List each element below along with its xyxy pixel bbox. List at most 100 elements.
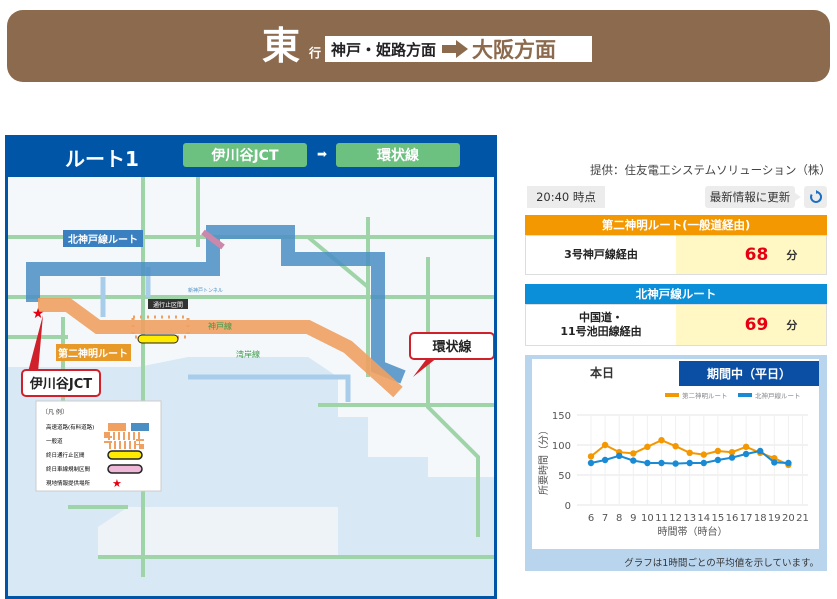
route-via: 3号神戸線経由 (564, 248, 638, 261)
y-tick-label: 0 (565, 501, 571, 512)
direction-suffix: 行 (309, 46, 322, 60)
data-point (644, 459, 651, 467)
tunnel-label: 新神戸トンネル (188, 287, 223, 294)
data-point (757, 447, 764, 455)
kobe-line-label: 神戸線 (208, 321, 232, 331)
data-point (616, 452, 623, 459)
data-point (728, 449, 736, 456)
y-tick-label: 50 (558, 471, 571, 482)
chart-note: グラフは1時間ごとの平均値を示しています。 (624, 558, 819, 569)
minutes-unit: 分 (786, 249, 798, 262)
refresh-button[interactable]: 最新情報に更新 (705, 186, 801, 208)
legend-label: 北神戸線ルート (755, 391, 801, 400)
daini-route-label: 第二神明ルート (58, 347, 128, 360)
wangan-line-label: 湾岸線 (236, 349, 260, 359)
data-point (658, 459, 665, 467)
legend-general-road: 一般道 (46, 437, 63, 445)
x-tick-label: 7 (602, 513, 608, 524)
data-point (728, 454, 736, 461)
data-point (630, 457, 637, 464)
x-tick-label: 10 (641, 513, 654, 524)
x-tick-label: 12 (669, 513, 682, 524)
x-tick-label: 21 (796, 513, 809, 524)
arrow-right-icon (442, 40, 469, 58)
jct-label: 伊川谷JCT (29, 376, 92, 392)
data-point (742, 443, 750, 450)
tab-period[interactable]: 期間中（平日） (679, 361, 819, 386)
legend-expressway: 高速道路(有料道路) (46, 423, 94, 431)
x-tick-label: 14 (697, 513, 710, 524)
info-point-star-icon: ★ (32, 306, 45, 322)
route-via-line1: 中国道・ (579, 311, 623, 324)
closed-section-label: 通行止区間 (153, 301, 183, 309)
data-point (587, 459, 595, 467)
kanjo-label: 環状線 (432, 339, 472, 355)
route-end: 環状線 (336, 143, 460, 167)
daini-route-line (38, 298, 403, 398)
from-label: 神戸・姫路方面 (331, 40, 437, 59)
svg-text:★: ★ (112, 477, 122, 490)
data-point (601, 441, 609, 449)
legend-label: 第二神明ルート (682, 391, 728, 400)
data-point (630, 450, 637, 457)
x-tick-label: 9 (630, 513, 636, 524)
direction-label: 東 (262, 24, 301, 68)
data-point (644, 443, 651, 450)
route-arrow-icon: ➡ (317, 147, 328, 161)
legend-swatch (665, 393, 679, 397)
x-tick-label: 8 (616, 513, 622, 524)
route-bar: ルート1 伊川谷JCT ➡ 環状線 (5, 135, 497, 177)
direction-header: 東 行 神戸・姫路方面 大阪方面 (7, 10, 830, 82)
x-tick-label: 11 (655, 513, 668, 524)
tab-today[interactable]: 本日 (532, 359, 672, 386)
data-point (672, 443, 679, 450)
x-tick-label: 18 (754, 513, 767, 524)
data-point (686, 459, 693, 467)
data-point (700, 451, 707, 458)
x-tick-label: 17 (740, 513, 753, 524)
data-point (714, 447, 722, 455)
travel-minutes: 68 (744, 245, 769, 265)
route-row-kitakobe: 中国道・11号池田線経由 69 分 (525, 304, 827, 346)
data-point (785, 459, 792, 467)
x-tick-label: 6 (588, 513, 594, 524)
closed-section-marker: 通行止区間 (131, 299, 190, 344)
kitakobe-route-line (26, 225, 406, 384)
data-point (658, 437, 665, 444)
legend-lane-restriction: 終日車線規制区間 (46, 465, 91, 473)
route-header-kitakobe: 北神戸線ルート (525, 284, 827, 304)
route-map: 通行止区間 新神戸トンネル 北神戸線ルート 第二神明ルート 神戸線 湾岸線 伊川… (5, 177, 497, 599)
x-tick-label: 13 (683, 513, 696, 524)
route-via-line2: 11号池田線経由 (560, 325, 642, 338)
data-point (672, 460, 679, 467)
minutes-unit: 分 (786, 319, 798, 332)
legend-swatch (738, 393, 752, 397)
route-title: ルート1 (65, 147, 139, 171)
map-legend: 〔凡 例〕 高速道路(有料道路) 一般道 終日通行止区間 終日車線規制区間 現地… (35, 400, 162, 492)
legend-closed: 終日通行止区間 (46, 451, 85, 459)
x-tick-label: 16 (726, 513, 739, 524)
data-point (771, 459, 778, 466)
refresh-icon[interactable] (804, 186, 827, 208)
data-point (714, 456, 722, 464)
data-point (601, 456, 609, 464)
route-row-daini: 3号神戸線経由 68 分 (525, 235, 827, 275)
y-tick-label: 150 (552, 411, 571, 422)
y-axis-label: 所要時間（分） (538, 425, 550, 495)
data-point (686, 449, 693, 456)
y-tick-label: 100 (552, 441, 571, 452)
data-point (700, 459, 707, 467)
timestamp: 20:40 時点 (527, 186, 605, 208)
route-header-daini: 第二神明ルート(一般道経由) (525, 215, 827, 235)
to-label: 大阪方面 (472, 38, 557, 62)
travel-minutes: 69 (744, 315, 769, 335)
x-tick-label: 15 (712, 513, 725, 524)
legend-title: 〔凡 例〕 (42, 408, 68, 416)
lane-restriction-marker (201, 229, 225, 250)
data-point (742, 450, 750, 458)
provider-credit: 提供：住友電工システムソリューション（株） (590, 163, 831, 177)
x-tick-label: 20 (782, 513, 795, 524)
x-tick-label: 19 (768, 513, 781, 524)
route-start: 伊川谷JCT (183, 143, 307, 167)
